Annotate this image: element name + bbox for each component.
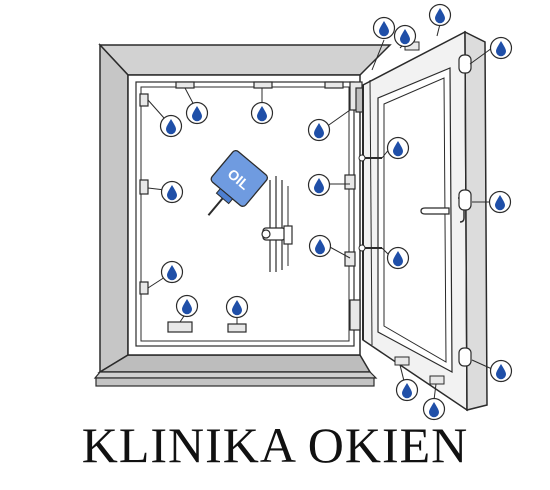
espagnolette-handle [261, 176, 293, 272]
frame-hardware [139, 81, 367, 333]
oil-drop-icon [159, 114, 183, 138]
oil-drop-icon [307, 118, 331, 142]
oil-drop-icon [307, 173, 331, 197]
oil-drop-icon [225, 295, 249, 319]
oil-drop-icon [489, 36, 513, 60]
open-sash [358, 30, 488, 412]
oil-drop-icon [386, 246, 410, 270]
oil-drop-icon [488, 190, 512, 214]
oil-drop-icon [160, 260, 184, 284]
window-sill [93, 371, 378, 387]
oil-drop-icon [395, 378, 419, 402]
oil-drop-icon [386, 136, 410, 160]
oil-drop-icon [185, 101, 209, 125]
oil-drop-icon [250, 101, 274, 125]
oil-drop-icon [308, 234, 332, 258]
oil-drop-icon [393, 24, 417, 48]
oil-drop-icon [175, 294, 199, 318]
brand-caption: KLINIKA OKIEN [81, 417, 469, 473]
oil-drop-icon [160, 180, 184, 204]
oil-drop-icon [428, 3, 452, 27]
oil-can-icon: OIL [207, 149, 269, 216]
oil-drop-icon [489, 359, 513, 383]
oil-drop-icon [372, 16, 396, 40]
